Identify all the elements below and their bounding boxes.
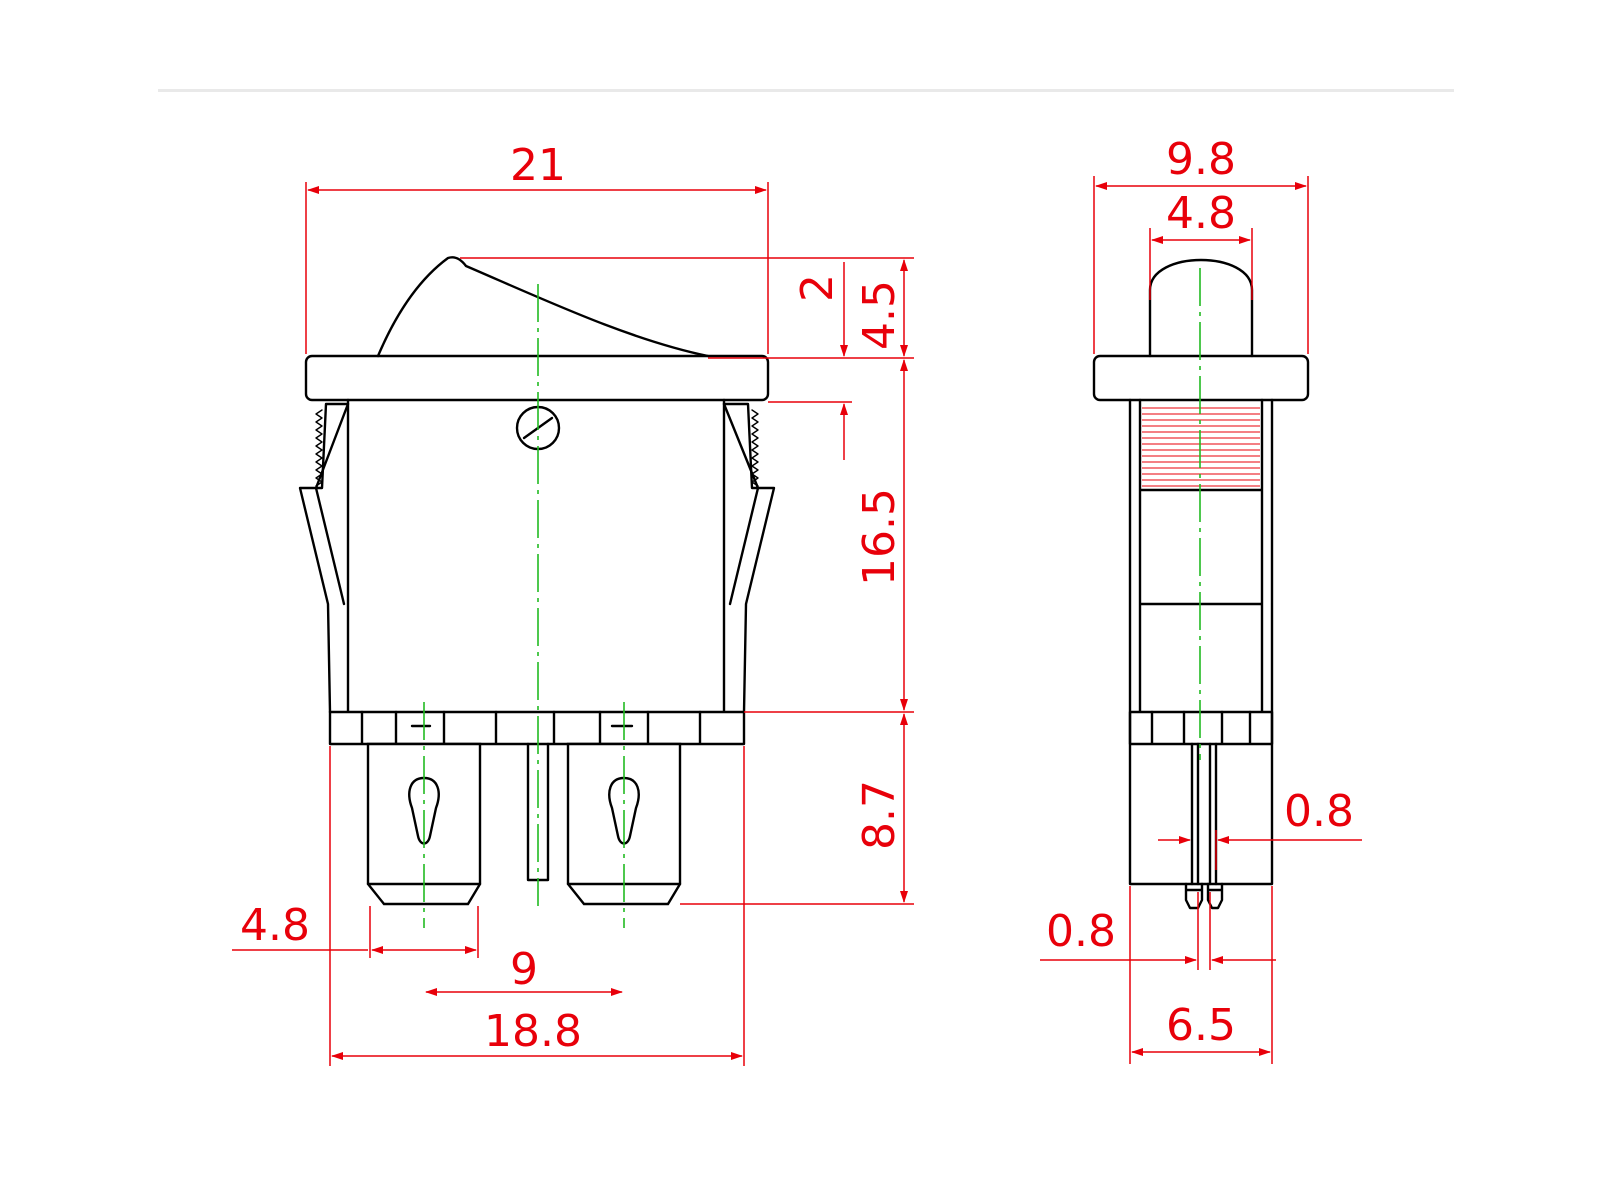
terminal-base [328, 710, 746, 746]
dim-terminal-width: 4.8 [240, 900, 310, 951]
left-snap-latch [298, 402, 350, 714]
dim-width-overall: 21 [510, 140, 566, 191]
dim-terminal-length: 8.7 [854, 780, 905, 850]
dim-rocker-height: 2 [792, 274, 843, 302]
dim-body-height: 16.5 [854, 488, 905, 586]
dim-base-width: 18.8 [484, 1006, 582, 1057]
side-view [1092, 258, 1310, 910]
latch-serrations [315, 409, 759, 487]
dim-pin-thickness-right: 0.8 [1284, 786, 1354, 837]
dim-pin-thickness-left: 0.8 [1046, 906, 1116, 957]
side-pin-left [1190, 742, 1200, 886]
top-divider [158, 89, 1454, 92]
side-flange [1092, 354, 1310, 402]
dim-side-width: 9.8 [1166, 134, 1236, 185]
dim-rocker-width: 4.8 [1166, 188, 1236, 239]
front-view [298, 256, 776, 928]
side-rocker [1148, 258, 1254, 358]
right-snap-latch [722, 402, 776, 714]
side-body [1128, 398, 1274, 746]
thread-hatch [1142, 407, 1260, 487]
side-base [1128, 710, 1274, 886]
dim-base-depth: 6.5 [1166, 1000, 1236, 1051]
side-pin-right [1208, 742, 1218, 886]
rocker-actuator [376, 256, 710, 358]
dim-terminal-pitch: 9 [510, 944, 538, 995]
front-dimensions: 21 2 4.5 16.5 8.7 4.8 [232, 140, 914, 1066]
side-pin-tips [1184, 882, 1224, 910]
right-latch-inner [722, 402, 760, 606]
bezel-flange [304, 354, 770, 402]
left-latch-inner [314, 402, 350, 606]
switch-housing [328, 398, 746, 714]
side-dimensions: 9.8 4.8 0.8 0.8 6.5 [1040, 134, 1362, 1064]
dim-top-height: 4.5 [854, 280, 905, 350]
